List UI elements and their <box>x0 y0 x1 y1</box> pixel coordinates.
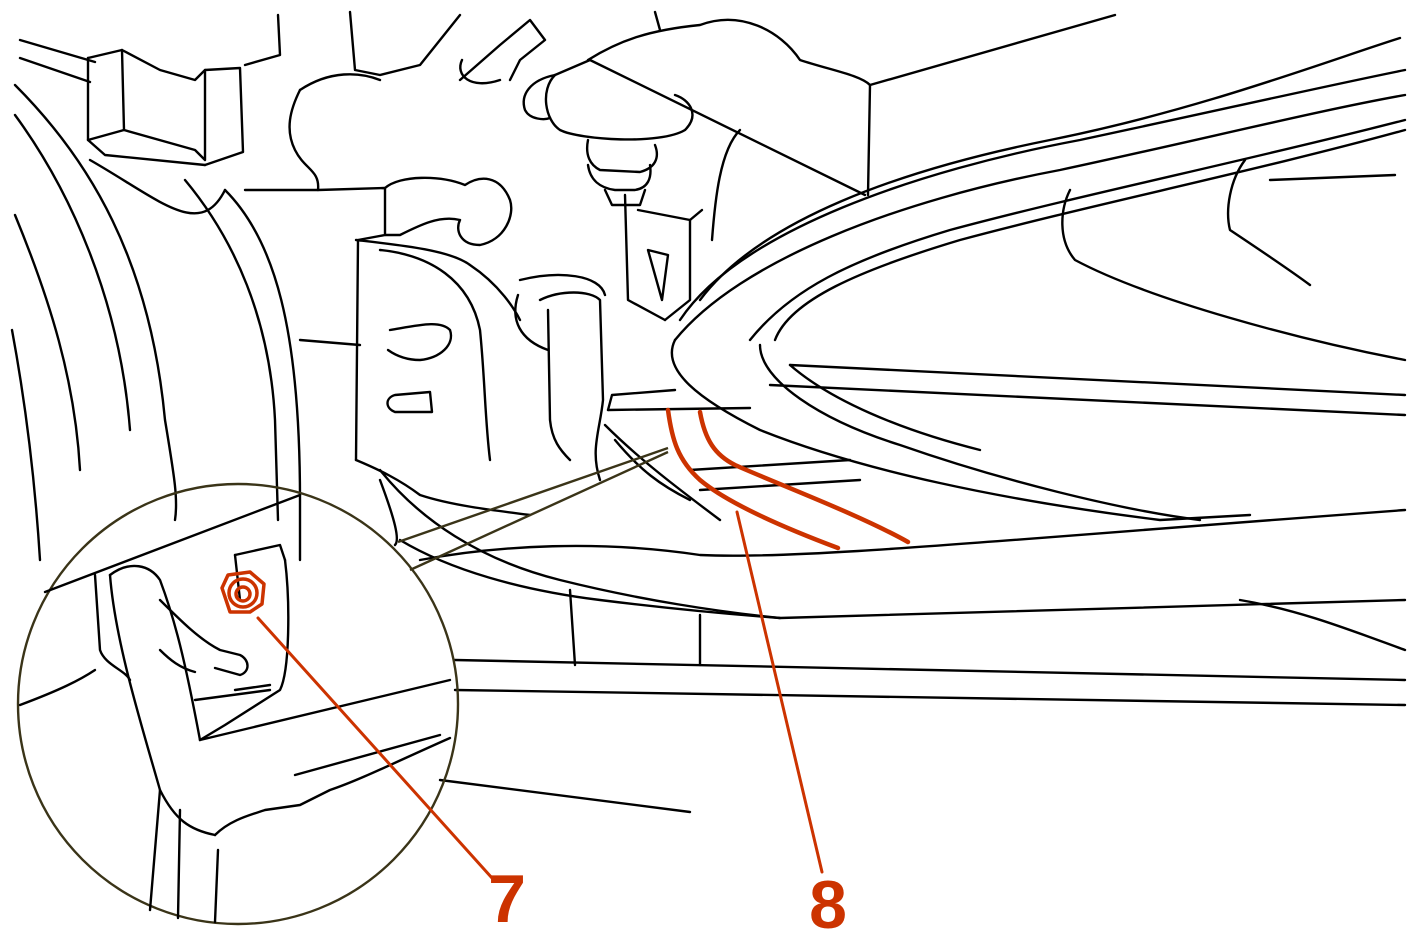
left-body-panels <box>10 38 302 562</box>
engine-mount-area <box>243 10 547 517</box>
detail-magnifier <box>16 446 669 926</box>
hex-bolt-icon <box>220 570 266 614</box>
callout-number-8: 8 <box>809 867 847 943</box>
highlighted-tubes <box>665 407 911 551</box>
lower-members <box>378 273 1407 814</box>
top-right-plate <box>586 10 1117 322</box>
upper-left-bracket <box>86 48 245 167</box>
magnifier-detail-bracket <box>18 493 452 924</box>
leader-lines <box>256 510 824 880</box>
callout-number-7: 7 <box>488 861 526 937</box>
mount-bolt <box>522 58 694 207</box>
crossmember-beam <box>670 36 1407 522</box>
